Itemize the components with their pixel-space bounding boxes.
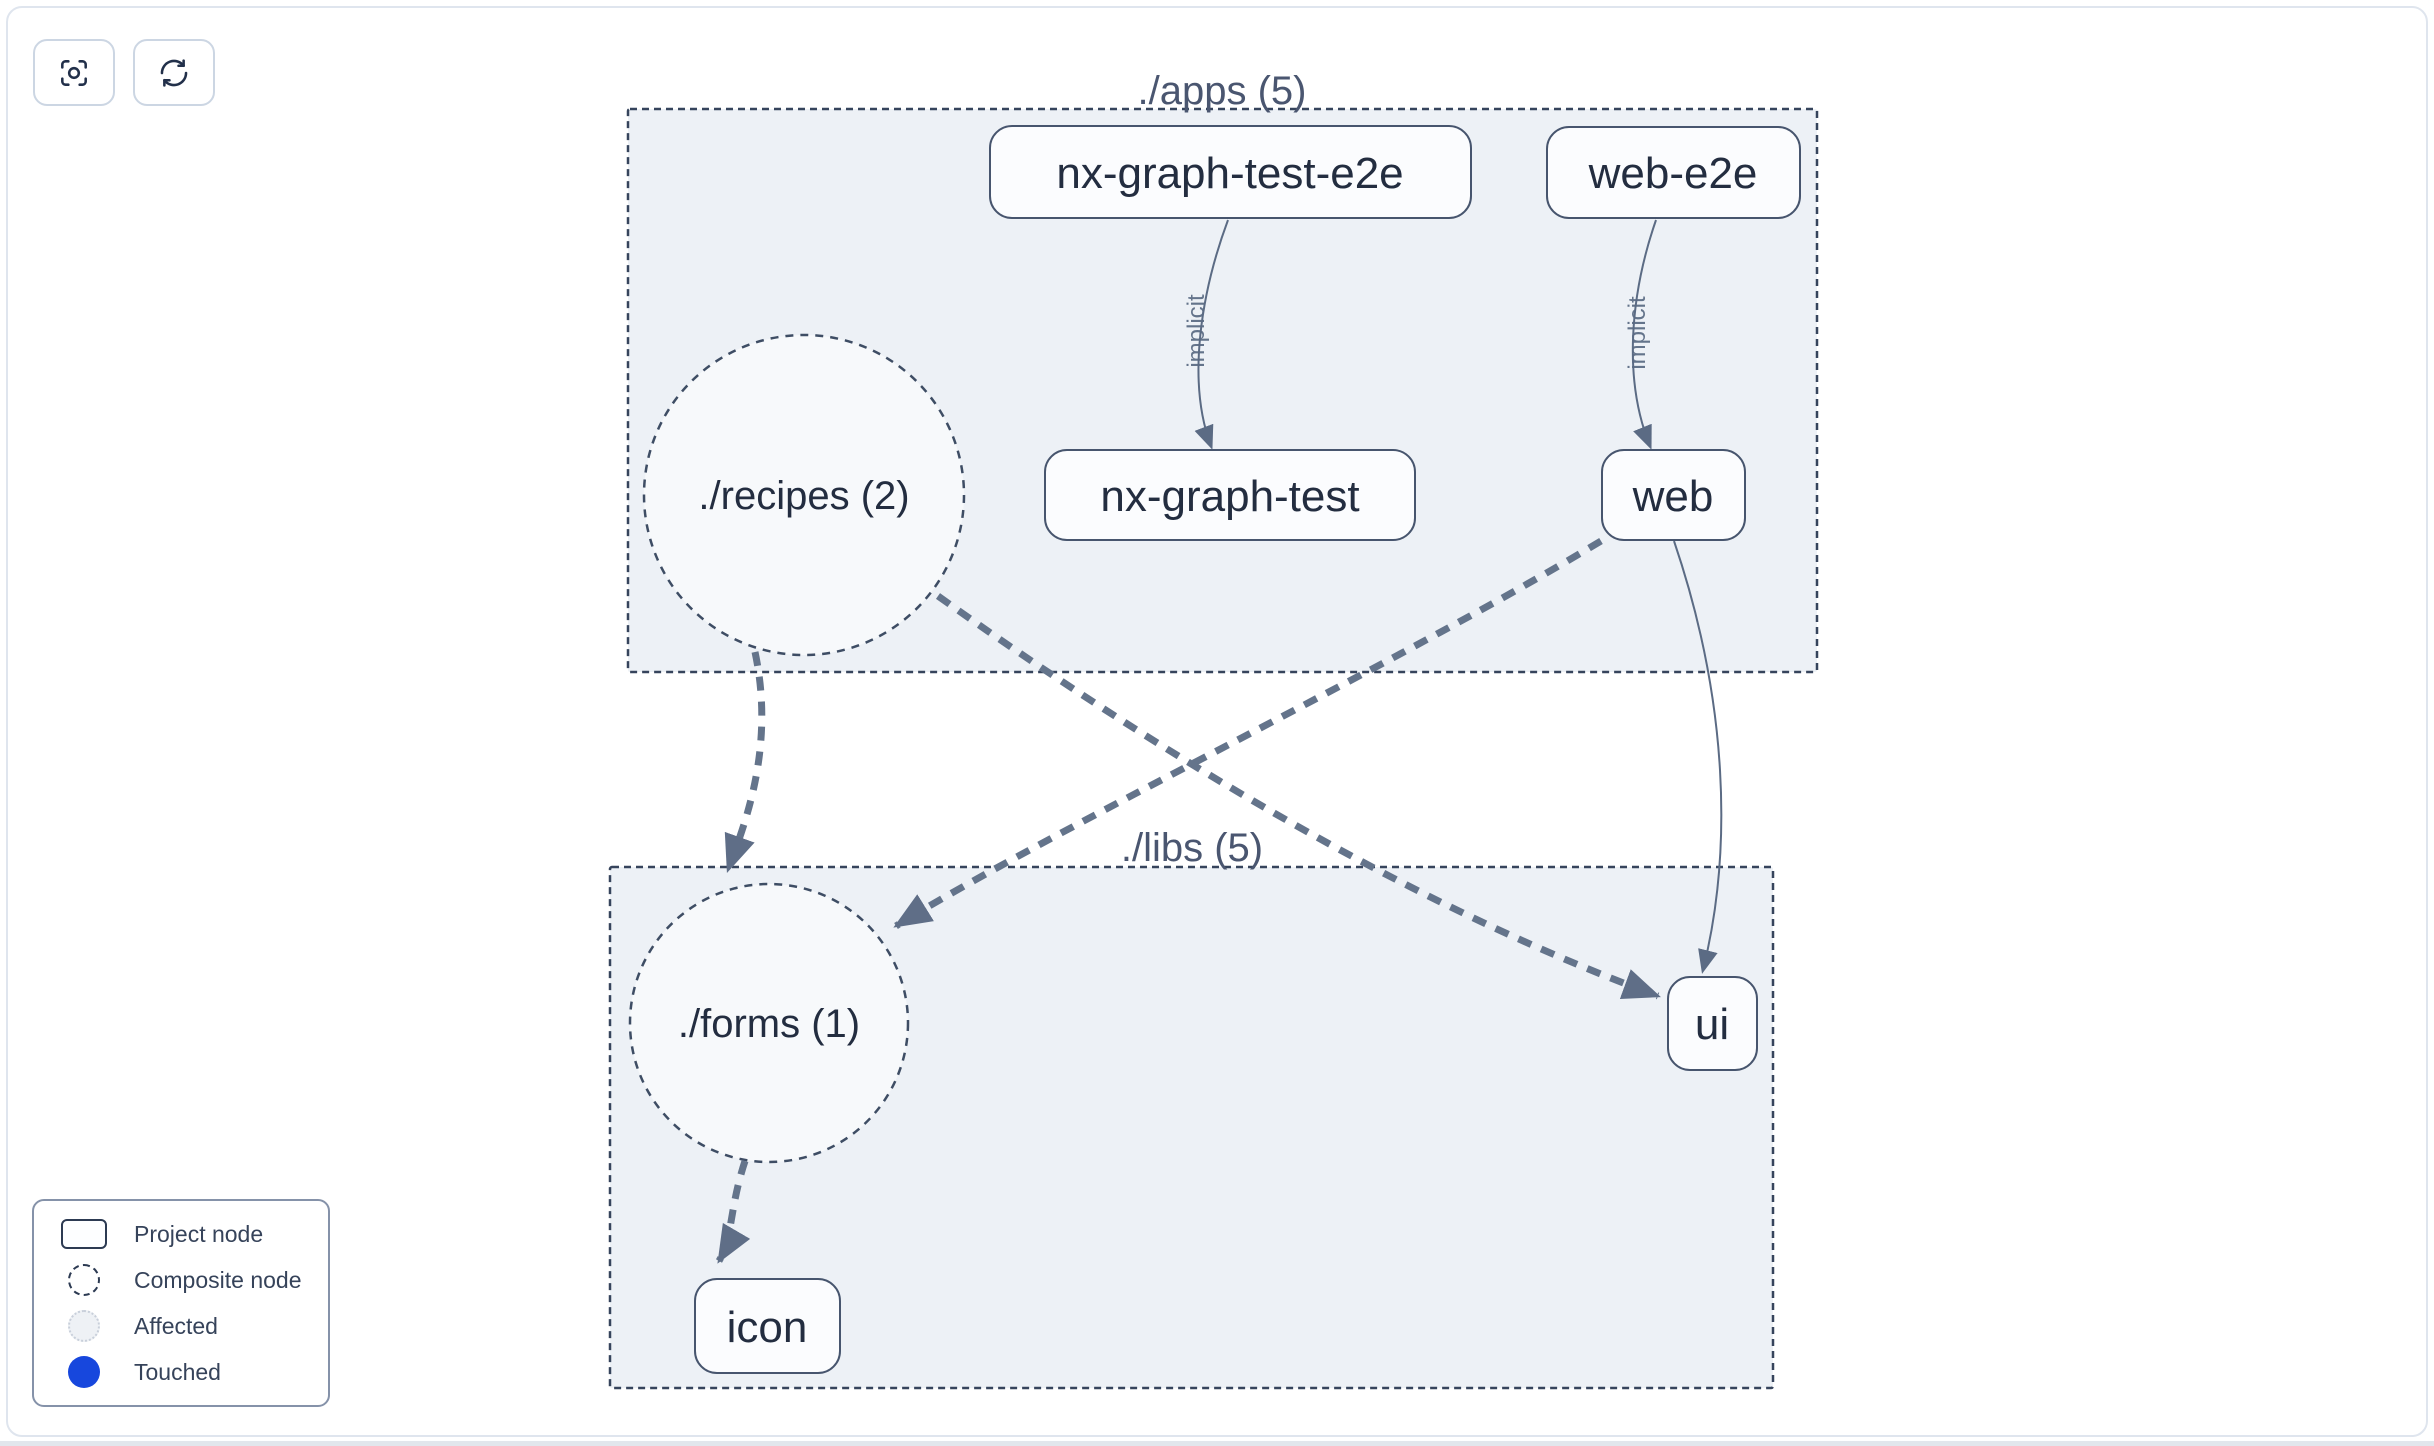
graph-toolbar xyxy=(33,39,215,106)
touched-swatch-icon xyxy=(34,1356,134,1388)
edge-web-e2e-to-web xyxy=(1631,219,1657,450)
project-node-web-e2e-label: web-e2e xyxy=(1588,149,1758,198)
edge-label-implicit-1: implicit xyxy=(1183,294,1210,368)
legend-label: Project node xyxy=(134,1220,264,1247)
edge-label-implicit-2: implicit xyxy=(1624,296,1651,370)
refresh-icon xyxy=(157,56,191,90)
project-node-web-e2e[interactable]: web-e2e xyxy=(1546,126,1801,219)
edge-recipes-to-ui xyxy=(935,593,1661,1000)
composite-node-recipes[interactable] xyxy=(642,333,966,657)
project-node-icon-label: icon xyxy=(727,1303,808,1352)
focus-center-icon xyxy=(57,56,91,90)
legend-item-project-node: Project node xyxy=(34,1218,328,1250)
project-node-web[interactable]: web xyxy=(1601,449,1746,541)
project-node-web-box[interactable] xyxy=(1601,449,1746,541)
legend-label: Composite node xyxy=(134,1266,302,1293)
edge-forms-to-icon xyxy=(715,1159,751,1264)
project-node-ui[interactable]: ui xyxy=(1667,976,1758,1071)
composite-node-swatch-icon xyxy=(34,1264,134,1296)
legend-item-affected: Affected xyxy=(34,1310,328,1342)
project-node-nx-graph-test-e2e-box[interactable] xyxy=(989,125,1472,219)
affected-swatch-icon xyxy=(34,1310,134,1342)
composite-node-forms-label: ./forms (1) xyxy=(678,1002,860,1046)
project-node-nx-graph-test-label: nx-graph-test xyxy=(1100,472,1359,521)
composite-node-forms[interactable] xyxy=(628,882,910,1164)
project-node-swatch-icon xyxy=(34,1219,134,1249)
group-apps-title: ./apps (5) xyxy=(1138,69,1307,113)
project-node-nx-graph-test-e2e-label: nx-graph-test-e2e xyxy=(1056,149,1403,198)
group-libs-title: ./libs (5) xyxy=(1121,826,1263,870)
project-node-nx-graph-test[interactable]: nx-graph-test xyxy=(1044,449,1416,541)
project-node-web-label: web xyxy=(1632,472,1714,521)
edge-web-to-forms xyxy=(893,538,1603,929)
bottom-border-strip xyxy=(0,1441,2434,1446)
legend: Project node Composite node Affected Tou… xyxy=(32,1199,330,1407)
edge-recipes-to-forms xyxy=(724,651,766,873)
refresh-button[interactable] xyxy=(133,39,215,106)
project-node-icon[interactable]: icon xyxy=(694,1278,841,1374)
legend-item-composite-node: Composite node xyxy=(34,1264,328,1296)
legend-label: Affected xyxy=(134,1312,218,1339)
legend-label: Touched xyxy=(134,1358,221,1385)
edge-nx-graph-test-e2e-to-nx-graph-test xyxy=(1194,219,1229,450)
project-node-web-e2e-box[interactable] xyxy=(1546,126,1801,219)
project-node-nx-graph-test-box[interactable] xyxy=(1044,449,1416,541)
project-node-icon-box[interactable] xyxy=(694,1278,841,1374)
edge-web-to-ui xyxy=(1673,540,1723,974)
center-graph-button[interactable] xyxy=(33,39,115,106)
project-node-ui-label: ui xyxy=(1695,1000,1729,1049)
legend-item-touched: Touched xyxy=(34,1356,328,1388)
composite-node-recipes-label: ./recipes (2) xyxy=(698,474,909,518)
project-node-nx-graph-test-e2e[interactable]: nx-graph-test-e2e xyxy=(989,125,1472,219)
project-node-ui-box[interactable] xyxy=(1667,976,1758,1071)
